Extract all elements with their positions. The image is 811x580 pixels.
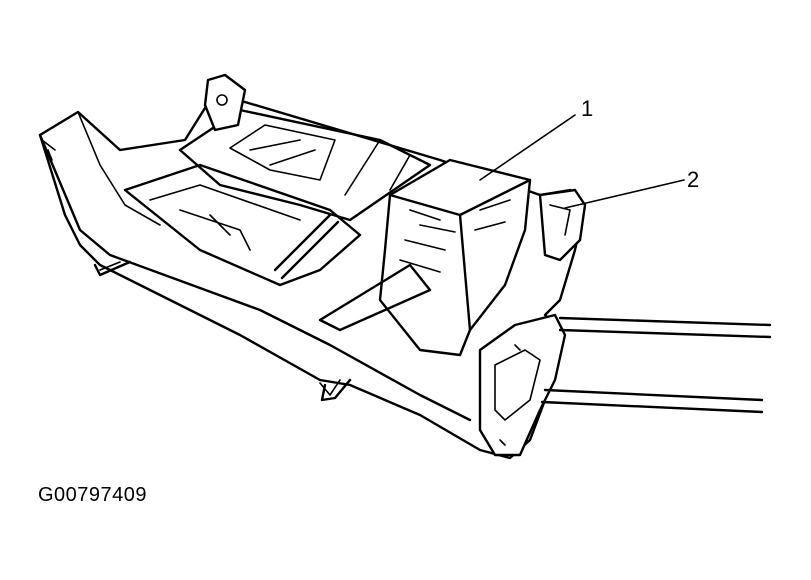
mount-tab-left: [93, 260, 132, 277]
bay-details: [149, 184, 301, 251]
figure-id: G00797409: [38, 484, 148, 506]
platform-bracket: [344, 139, 411, 196]
platform-slot-inner: [249, 139, 316, 166]
end-notch: [41, 139, 56, 161]
component-1-ribs: [399, 199, 511, 273]
left-rail-edge: [77, 111, 161, 226]
frame-illustration: [38, 73, 772, 460]
top-ear-hole: [216, 94, 228, 106]
platform-slot: [229, 124, 336, 181]
cable-upper: [558, 316, 772, 339]
callout-1: 1: [479, 96, 593, 181]
end-housing-detail: [494, 344, 541, 446]
lower-bay: [123, 163, 362, 287]
leader-line-1: [479, 114, 576, 181]
mount-tab-mid: [320, 378, 352, 402]
callout-label-1: 1: [581, 96, 593, 121]
end-housing: [478, 313, 567, 457]
leader-line-2: [564, 179, 685, 209]
upper-platform: [178, 108, 432, 222]
strap: [318, 263, 432, 332]
callout-2: 2: [564, 167, 699, 209]
top-ear: [203, 73, 247, 132]
cable-lower: [540, 388, 764, 414]
component-1-edge: [458, 213, 472, 332]
left-rail: [38, 133, 472, 422]
component-2-detail: [549, 204, 571, 236]
callout-label-2: 2: [687, 167, 699, 192]
rail-detail: [99, 261, 341, 396]
rod: [273, 213, 340, 280]
component-2-bracket: [538, 188, 587, 262]
